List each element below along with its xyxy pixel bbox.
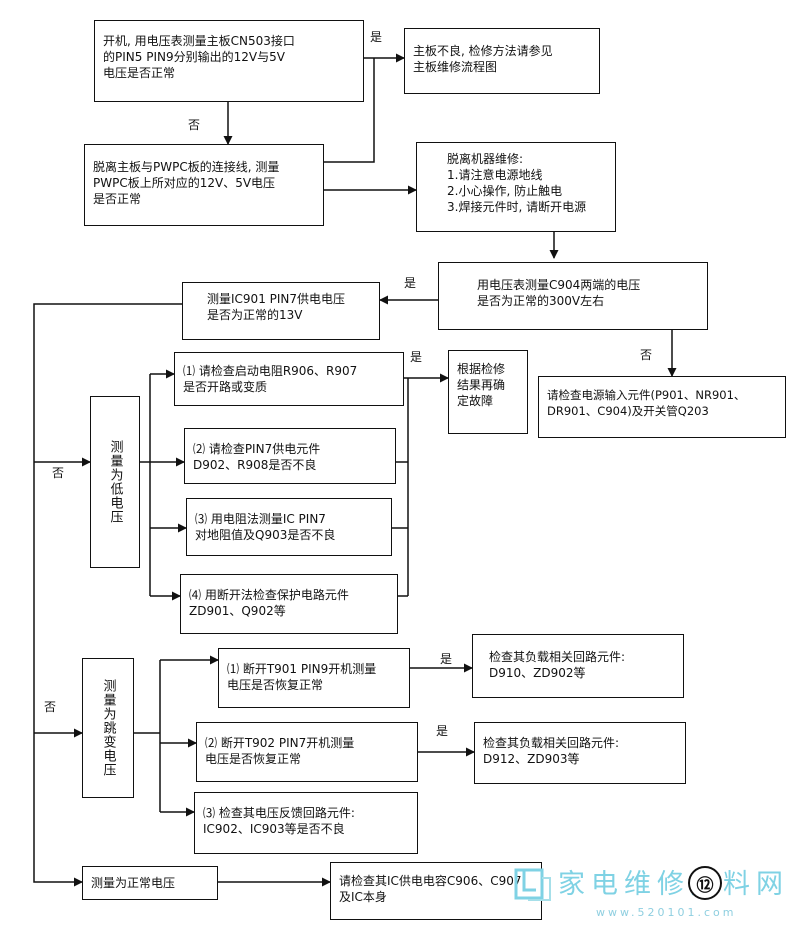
node-line: 请检查电源输入元件(P901、NR901、 <box>547 388 746 402</box>
node-line: ⑶ 检查其电压反馈回路元件: <box>203 806 355 820</box>
node-check-pwpc-voltage: 脱离主板与PWPC板的连接线, 测量 PWPC板上所对应的12V、5V电压 是否… <box>84 144 324 226</box>
node-line: 2.小心操作, 防止触电 <box>447 184 563 198</box>
node-protection-circuit: ⑷ 用断开法检查保护电路元件 ZD901、Q902等 <box>180 574 398 634</box>
node-check-load-d910: 检查其负载相关回路元件: D910、ZD902等 <box>472 634 684 698</box>
node-line: 是否为正常的300V左右 <box>477 294 605 308</box>
label-yes: 是 <box>404 276 417 290</box>
node-check-feedback: ⑶ 检查其电压反馈回路元件: IC902、IC903等是否不良 <box>194 792 418 854</box>
node-line: 用电压表测量C904两端的电压 <box>477 278 641 292</box>
label-yes: 是 <box>410 350 423 364</box>
node-line: 对地阻值及Q903是否不良 <box>195 528 336 542</box>
node-line: D912、ZD903等 <box>483 752 580 766</box>
node-line: 及IC本身 <box>339 890 387 904</box>
node-measure-ic901-pin7: 测量IC901 PIN7供电电压 是否为正常的13V <box>182 282 380 340</box>
node-line: 3.焊接元件时, 请断开电源 <box>447 200 587 214</box>
node-line: 检查其负载相关回路元件: <box>489 650 626 664</box>
node-line: 主板不良, 检修方法请参见 <box>413 44 553 58</box>
node-normal-voltage: 测量为正常电压 <box>82 866 218 900</box>
node-check-load-d912: 检查其负载相关回路元件: D912、ZD903等 <box>474 722 686 784</box>
label-yes: 是 <box>440 652 453 666</box>
node-line: PWPC板上所对应的12V、5V电压 <box>93 176 276 190</box>
node-line: 脱离机器维修: <box>447 152 524 166</box>
label-yes: 是 <box>436 724 449 738</box>
node-line: ⑵ 断开T902 PIN7开机测量 <box>205 736 355 750</box>
label-no: 否 <box>52 466 65 480</box>
node-line: 脱离主板与PWPC板的连接线, 测量 <box>93 160 280 174</box>
watermark-logo-icon <box>514 868 551 901</box>
node-line: ⑴ 请检查启动电阻R906、R907 <box>183 364 358 378</box>
node-line: 的PIN5 PIN9分别输出的12V与5V <box>103 50 285 64</box>
node-line: 是否正常 <box>93 192 142 206</box>
node-check-main-board-voltage: 开机, 用电压表测量主板CN503接口 的PIN5 PIN9分别输出的12V与5… <box>94 20 364 102</box>
node-confirm-fault: 根据检修 结果再确 定故障 <box>448 350 528 434</box>
node-line: 1.请注意电源地线 <box>447 168 543 182</box>
node-line: 是否为正常的13V <box>207 308 303 322</box>
node-line: 检查其负载相关回路元件: <box>483 736 620 750</box>
node-line: 测量为正常电压 <box>91 876 176 890</box>
node-check-power-input: 请检查电源输入元件(P901、NR901、 DR901、C904)及开关管Q20… <box>538 376 786 438</box>
node-check-ic-capacitor: 请检查其IC供电电容C906、C907 及IC本身 <box>330 862 542 920</box>
node-main-board-faulty: 主板不良, 检修方法请参见 主板维修流程图 <box>404 28 600 94</box>
node-line: ZD901、Q902等 <box>189 604 286 618</box>
page-number: ⑫ <box>688 866 722 900</box>
node-line: IC902、IC903等是否不良 <box>203 822 345 836</box>
node-line: 测量IC901 PIN7供电电压 <box>207 292 346 306</box>
watermark: 家电维修资料网 www.520101.com <box>512 858 783 932</box>
node-line: 测量为跳变电压 <box>100 679 116 777</box>
node-line: 是否开路或变质 <box>183 380 268 394</box>
watermark-url: www.520101.com <box>596 906 737 919</box>
watermark-title: 家电维修资料网 <box>558 869 789 900</box>
node-line: 根据检修 <box>457 362 506 376</box>
node-line: ⑵ 请检查PIN7供电元件 <box>193 442 321 456</box>
node-measure-c904: 用电压表测量C904两端的电压 是否为正常的300V左右 <box>438 262 708 330</box>
node-line: DR901、C904)及开关管Q203 <box>547 404 709 418</box>
node-line: 电压是否恢复正常 <box>205 752 302 766</box>
node-jump-voltage: 测量为跳变电压 <box>82 658 134 798</box>
node-line: D910、ZD902等 <box>489 666 586 680</box>
node-line: 开机, 用电压表测量主板CN503接口 <box>103 34 295 48</box>
node-line: D902、R908是否不良 <box>193 458 317 472</box>
node-line: 请检查其IC供电电容C906、C907 <box>339 874 522 888</box>
node-disconnect-t902: ⑵ 断开T902 PIN7开机测量 电压是否恢复正常 <box>196 722 418 782</box>
node-resistance-test: ⑶ 用电阻法测量IC PIN7 对地阻值及Q903是否不良 <box>186 498 392 556</box>
node-line: ⑶ 用电阻法测量IC PIN7 <box>195 512 326 526</box>
label-no: 否 <box>44 700 57 714</box>
node-line: ⑴ 断开T901 PIN9开机测量 <box>227 662 377 676</box>
label-yes: 是 <box>370 30 383 44</box>
node-line: 测量为低电压 <box>107 440 123 524</box>
node-check-start-resistor: ⑴ 请检查启动电阻R906、R907 是否开路或变质 <box>174 352 404 406</box>
label-no: 否 <box>640 348 653 362</box>
node-offline-repair: 脱离机器维修: 1.请注意电源地线 2.小心操作, 防止触电 3.焊接元件时, … <box>416 142 616 232</box>
node-low-voltage: 测量为低电压 <box>90 396 140 568</box>
node-line: ⑷ 用断开法检查保护电路元件 <box>189 588 349 602</box>
node-disconnect-t901: ⑴ 断开T901 PIN9开机测量 电压是否恢复正常 <box>218 648 410 708</box>
node-line: 结果再确 <box>457 378 506 392</box>
node-line: 电压是否恢复正常 <box>227 678 324 692</box>
node-check-pin7-supply: ⑵ 请检查PIN7供电元件 D902、R908是否不良 <box>184 428 396 484</box>
label-no: 否 <box>188 118 201 132</box>
node-line: 电压是否正常 <box>103 66 176 80</box>
node-line: 定故障 <box>457 394 494 408</box>
node-line: 主板维修流程图 <box>413 60 498 74</box>
